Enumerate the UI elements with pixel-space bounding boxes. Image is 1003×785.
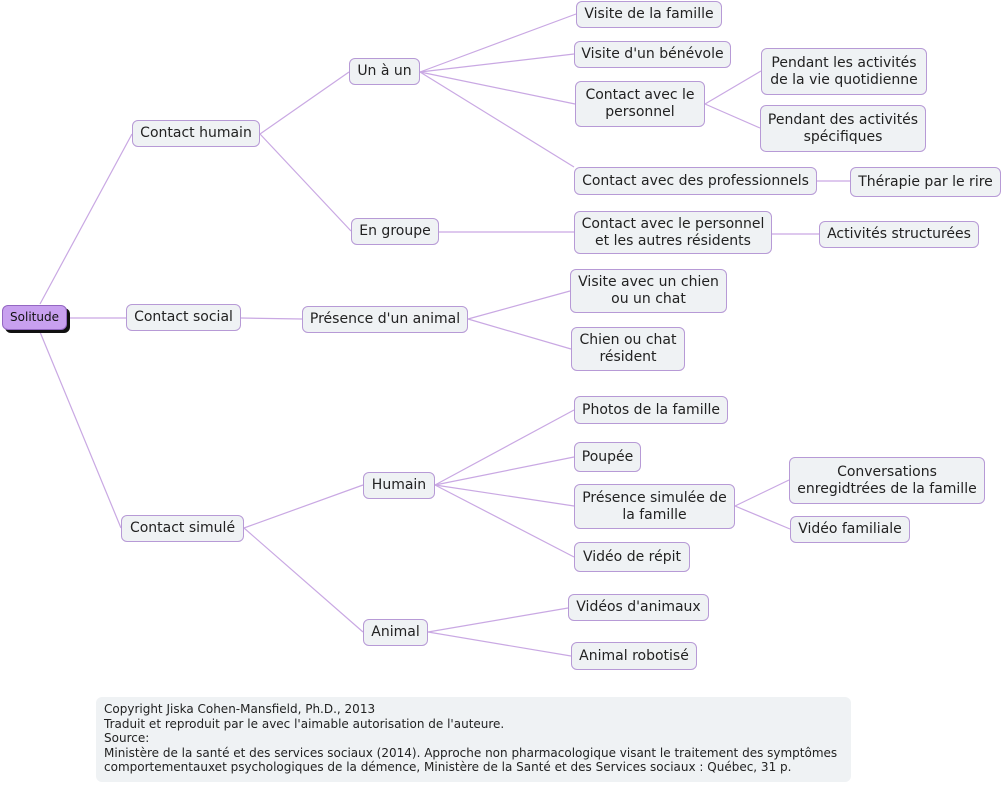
note-line: Traduit et reproduit par le avec l'aimab…: [104, 716, 505, 731]
connector-line: [39, 331, 122, 529]
node-chien-chat-resident[interactable]: Chien ou chat résident: [571, 327, 685, 371]
node-poupee[interactable]: Poupée: [574, 442, 641, 472]
connector-line: [243, 484, 364, 529]
node-therapie-rire[interactable]: Thérapie par le rire: [850, 167, 1001, 197]
node-contact-humain[interactable]: Contact humain: [132, 120, 260, 147]
connector-line: [419, 71, 575, 168]
node-animal[interactable]: Animal: [363, 619, 428, 646]
node-contact-personnel-residents[interactable]: Contact avec le personnel et les autres …: [574, 211, 772, 254]
connector-line: [734, 505, 791, 530]
note-line: comportementauxet psychologiques de la d…: [104, 760, 792, 775]
node-visite-benevole[interactable]: Visite d'un bénévole: [574, 41, 731, 68]
connector-line: [467, 290, 571, 320]
node-contact-social[interactable]: Contact social: [126, 304, 241, 331]
node-presence-animal[interactable]: Présence d'un animal: [302, 306, 468, 333]
node-en-groupe[interactable]: En groupe: [351, 218, 439, 245]
node-activites-vie[interactable]: Pendant les activités de la vie quotidie…: [761, 48, 927, 95]
node-conversations[interactable]: Conversations enregidtrées de la famille: [789, 457, 985, 504]
note-line: Source:: [104, 731, 150, 746]
connector-line: [704, 70, 762, 105]
node-humain[interactable]: Humain: [363, 472, 435, 499]
connector-line: [434, 409, 575, 486]
node-solitude[interactable]: Solitude: [2, 305, 67, 330]
connector-line: [419, 53, 575, 73]
note-line: Ministère de la santé et des services so…: [104, 745, 838, 760]
node-animal-robotise[interactable]: Animal robotisé: [571, 642, 697, 670]
connector-line: [467, 318, 572, 350]
connector-line: [434, 484, 575, 507]
node-presence-simulee[interactable]: Présence simulée de la famille: [574, 484, 735, 529]
node-visite-famille[interactable]: Visite de la famille: [576, 1, 722, 28]
note-line: Copyright Jiska Cohen-Mansfield, Ph.D., …: [104, 702, 376, 716]
connector-line: [734, 479, 790, 507]
connector-line: [240, 317, 303, 320]
connector-line: [434, 484, 575, 558]
node-contact-professionnels[interactable]: Contact avec des professionnels: [574, 167, 817, 195]
node-contact-personnel[interactable]: Contact avec le personnel: [575, 81, 705, 127]
node-videos-animaux[interactable]: Vidéos d'animaux: [568, 594, 709, 621]
node-activites-structurees[interactable]: Activités structurées: [819, 221, 979, 248]
node-un-a-un[interactable]: Un à un: [349, 58, 420, 85]
connector-line: [419, 13, 577, 73]
connector-line: [39, 133, 133, 305]
connector-line: [419, 71, 576, 105]
connector-line: [259, 71, 350, 135]
copyright-note: Copyright Jiska Cohen-Mansfield, Ph.D., …: [96, 697, 851, 782]
connector-line: [259, 133, 352, 232]
node-photos-famille[interactable]: Photos de la famille: [574, 396, 728, 424]
connector-line: [427, 631, 572, 657]
node-activites-specifiques[interactable]: Pendant des activités spécifiques: [760, 105, 926, 152]
node-video-familiale[interactable]: Vidéo familiale: [790, 516, 910, 543]
connector-line: [434, 456, 575, 486]
node-video-repit[interactable]: Vidéo de répit: [574, 542, 690, 572]
node-contact-simule[interactable]: Contact simulé: [121, 515, 244, 542]
connector-line: [427, 607, 569, 633]
connector-line: [243, 527, 364, 633]
node-visite-chien-chat[interactable]: Visite avec un chien ou un chat: [570, 269, 727, 313]
connector-line: [704, 103, 761, 129]
